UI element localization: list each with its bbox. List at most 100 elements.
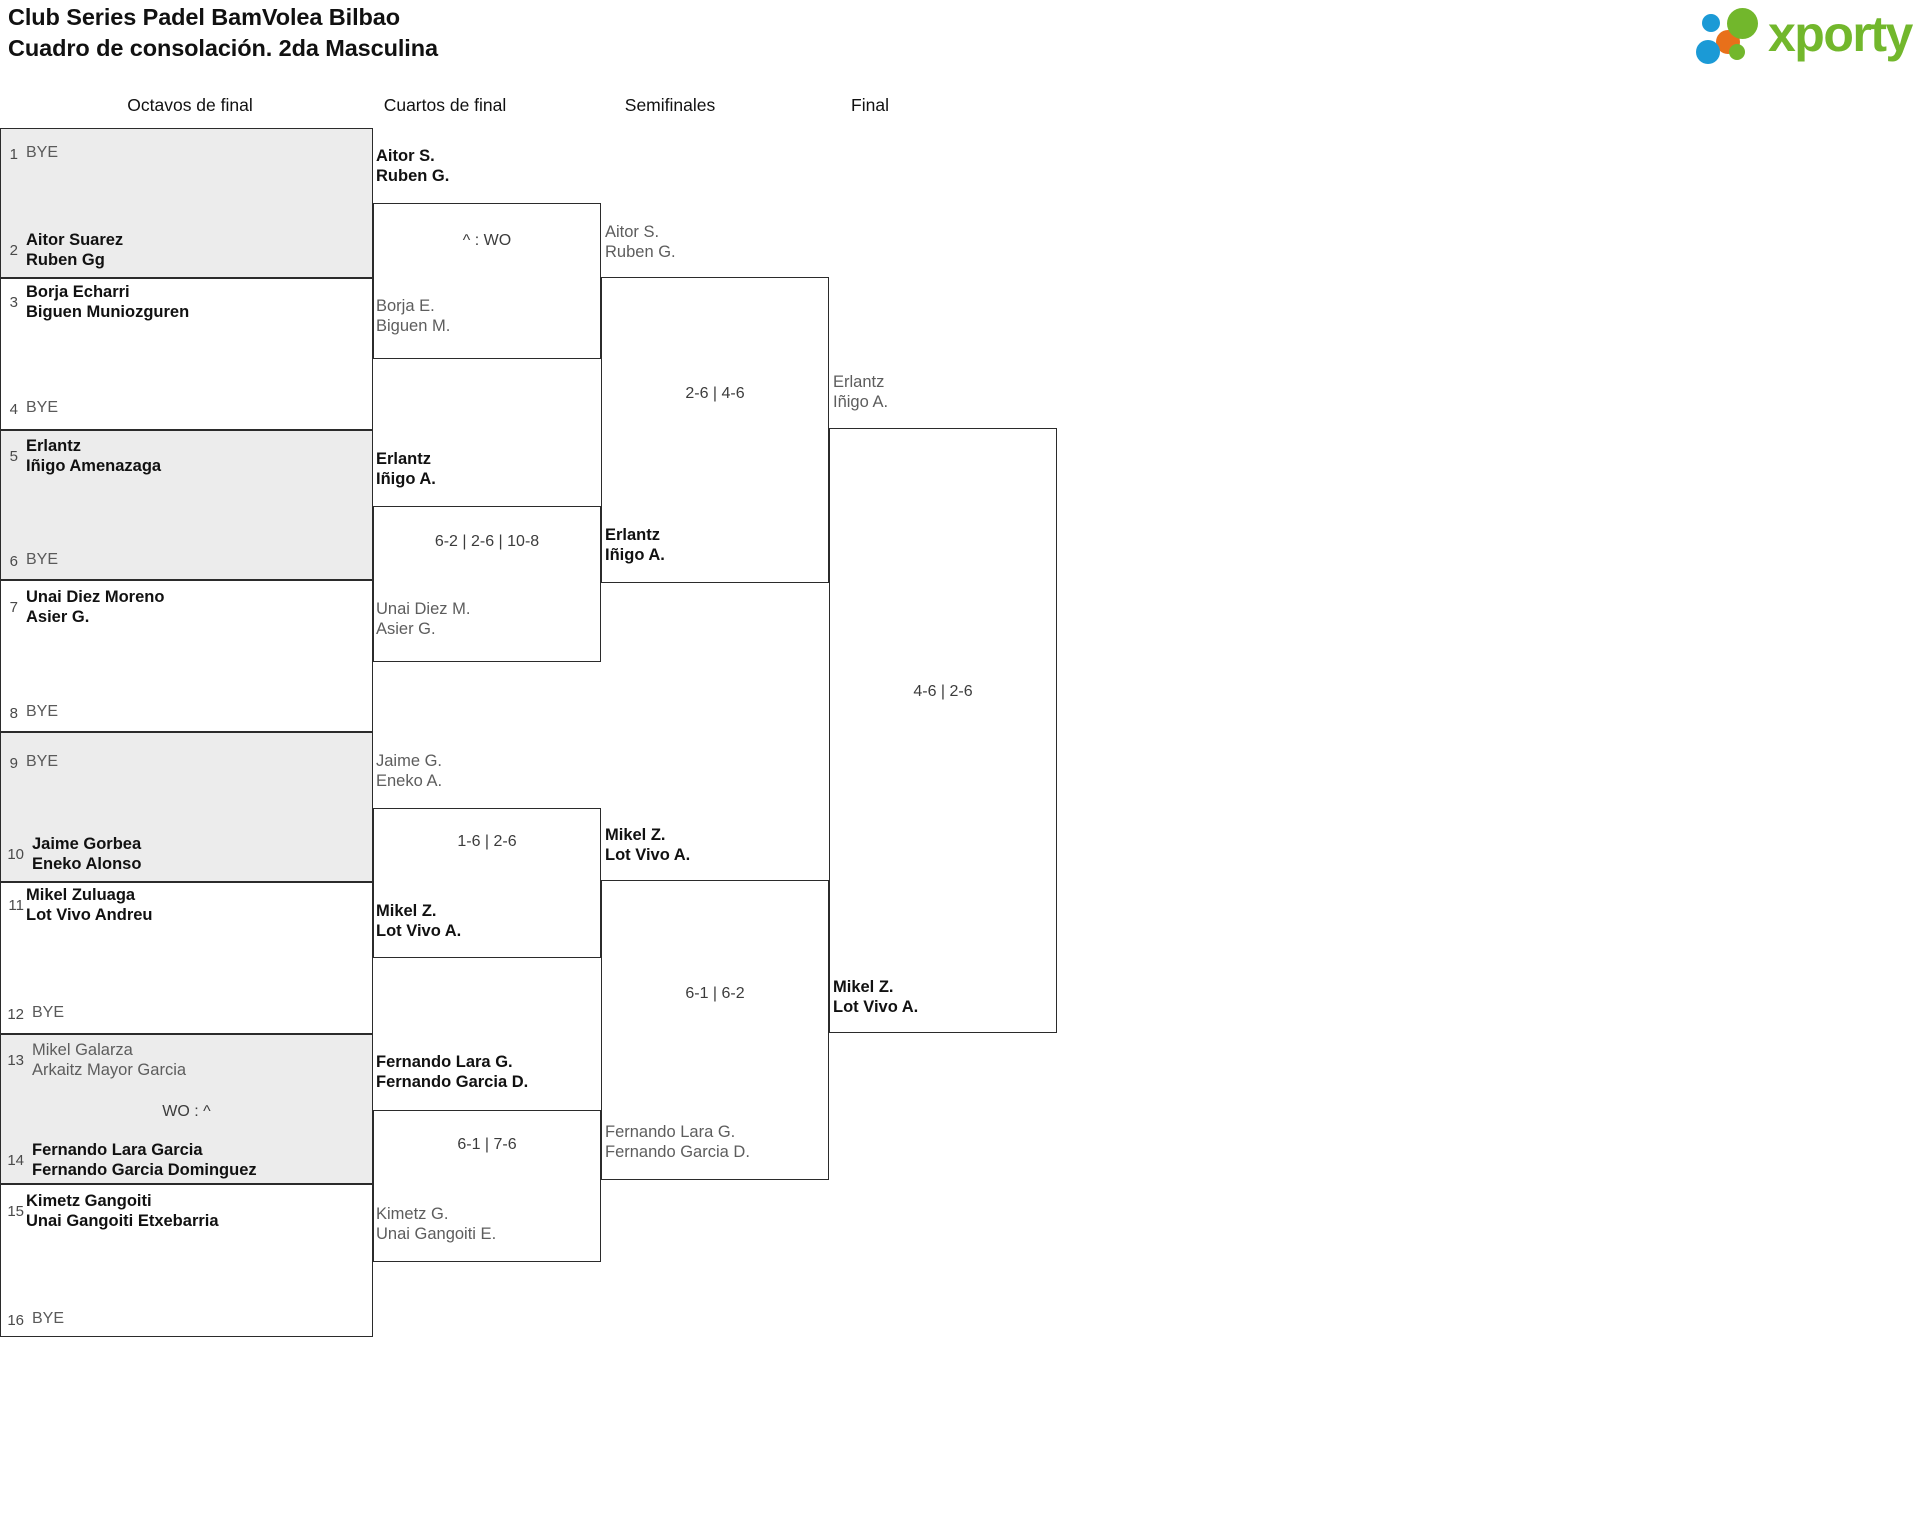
qf-4-score: 6-1 | 7-6 — [457, 1136, 517, 1153]
r16-seed-8: 8 — [9, 705, 18, 722]
tournament-title: Club Series Padel BamVolea Bilbao — [8, 4, 400, 30]
sf-1-top-entry: Aitor S. Ruben G. — [605, 223, 676, 262]
r16-entry-2-p2: Ruben Gg — [26, 250, 105, 269]
sf-1-top-p1: Aitor S. — [605, 223, 660, 241]
r16-entry-8-label: BYE — [26, 703, 59, 720]
qf-3-bottom-entry: Mikel Z. Lot Vivo A. — [376, 902, 461, 941]
r16-entry-4: BYE — [26, 398, 58, 418]
qf-2-score-box[interactable] — [373, 506, 601, 662]
qf-4-bottom-p1: Kimetz G. — [376, 1205, 449, 1223]
r16-match-6-box[interactable] — [0, 882, 373, 1034]
r16-entry-6-label: BYE — [26, 551, 59, 568]
r16-seed-11: 11 — [8, 897, 24, 914]
qf-3-top-entry: Jaime G. Eneko A. — [376, 752, 442, 791]
logo-dot-green-large-icon — [1727, 8, 1758, 39]
r16-seed-3: 3 — [9, 294, 18, 311]
r16-entry-8: BYE — [26, 702, 58, 722]
r16-entry-5: Erlantz Iñigo Amenazaga — [26, 437, 161, 476]
qf-2-top-p1: Erlantz — [376, 450, 432, 468]
r16-match-5-box[interactable] — [0, 732, 373, 882]
qf-3-top-p2: Eneko A. — [376, 771, 443, 790]
qf-3-score: 1-6 | 2-6 — [457, 833, 517, 850]
r16-match-7-box[interactable] — [0, 1034, 373, 1184]
qf-4-bottom-p2: Unai Gangoiti E. — [376, 1224, 497, 1243]
r16-entry-1-label: BYE — [26, 144, 59, 161]
r16-entry-5-p1: Erlantz — [26, 437, 82, 455]
qf-4-top-entry: Fernando Lara G. Fernando Garcia D. — [376, 1053, 528, 1092]
r16-match-8-box[interactable] — [0, 1184, 373, 1337]
r16-entry-14: Fernando Lara Garcia Fernando Garcia Dom… — [32, 1141, 257, 1180]
r16-match-4-box[interactable] — [0, 580, 373, 732]
qf-4-bottom-entry: Kimetz G. Unai Gangoiti E. — [376, 1205, 496, 1244]
final-bottom-entry: Mikel Z. Lot Vivo A. — [833, 978, 918, 1017]
qf-4-score-box[interactable] — [373, 1110, 601, 1262]
r16-entry-14-p2: Fernando Garcia Dominguez — [32, 1160, 257, 1179]
r16-seed-9: 9 — [9, 755, 18, 772]
sf-2-top-p1: Mikel Z. — [605, 826, 666, 844]
r16-seed-15: 15 — [7, 1203, 24, 1220]
qf-1-bottom-p1: Borja E. — [376, 297, 435, 315]
r16-seed-6: 6 — [9, 553, 18, 570]
r16-entry-14-p1: Fernando Lara Garcia — [32, 1141, 203, 1159]
qf-3-score-box[interactable] — [373, 808, 601, 958]
xporty-logo: xporty — [1696, 6, 1913, 64]
qf-2-bottom-p1: Unai Diez M. — [376, 600, 471, 618]
r16-entry-2-p1: Aitor Suarez — [26, 231, 124, 249]
qf-3-bottom-p1: Mikel Z. — [376, 902, 437, 920]
logo-dot-blue-large-icon — [1696, 40, 1720, 64]
r16-entry-3: Borja Echarri Biguen Muniozguren — [26, 283, 189, 322]
r16-entry-16: BYE — [32, 1309, 64, 1329]
r16-seed-16: 16 — [7, 1312, 24, 1329]
qf-1-score-box[interactable] — [373, 203, 601, 359]
qf-2-bottom-entry: Unai Diez M. Asier G. — [376, 600, 470, 639]
sf-1-score-box[interactable] — [601, 277, 829, 583]
r16-match-7-score: WO : ^ — [162, 1103, 211, 1120]
sf-2-bottom-entry: Fernando Lara G. Fernando Garcia D. — [605, 1123, 750, 1162]
qf-3-bottom-p2: Lot Vivo A. — [376, 921, 462, 940]
qf-3-top-p1: Jaime G. — [376, 752, 443, 770]
r16-match-2-box[interactable] — [0, 278, 373, 430]
round-header-cuartos: Cuartos de final — [383, 95, 507, 115]
r16-entry-1: BYE — [26, 143, 58, 163]
sf-2-score-box[interactable] — [601, 880, 829, 1180]
sf-1-top-p2: Ruben G. — [605, 242, 676, 261]
r16-entry-15-p1: Kimetz Gangoiti — [26, 1192, 152, 1210]
qf-1-score: ^ : WO — [462, 232, 512, 249]
logo-dots-icon — [1696, 6, 1774, 64]
r16-seed-7: 7 — [9, 599, 18, 616]
r16-entry-12: BYE — [32, 1003, 64, 1023]
r16-entry-6: BYE — [26, 550, 58, 570]
r16-entry-7-p2: Asier G. — [26, 607, 90, 626]
r16-entry-11: Mikel Zuluaga Lot Vivo Andreu — [26, 886, 153, 925]
logo-dot-green-small-icon — [1729, 44, 1745, 60]
r16-entry-10-p2: Eneko Alonso — [32, 854, 142, 873]
qf-2-top-entry: Erlantz Iñigo A. — [376, 450, 436, 489]
r16-seed-2: 2 — [9, 242, 18, 259]
qf-1-bottom-p2: Biguen M. — [376, 316, 451, 335]
final-score-box[interactable] — [829, 428, 1057, 1033]
final-top-entry: Erlantz Iñigo A. — [833, 373, 888, 412]
r16-match-1-box[interactable] — [0, 128, 373, 278]
r16-entry-10: Jaime Gorbea Eneko Alonso — [32, 835, 141, 874]
r16-entry-7: Unai Diez Moreno Asier G. — [26, 588, 164, 627]
qf-1-top-entry: Aitor S. Ruben G. — [376, 147, 449, 186]
r16-seed-4: 4 — [9, 401, 18, 418]
r16-entry-9: BYE — [26, 752, 58, 772]
r16-entry-5-p2: Iñigo Amenazaga — [26, 456, 162, 475]
final-top-p1: Erlantz — [833, 373, 885, 391]
r16-entry-11-p1: Mikel Zuluaga — [26, 886, 136, 904]
sf-2-top-entry: Mikel Z. Lot Vivo A. — [605, 826, 690, 865]
r16-match-3-box[interactable] — [0, 430, 373, 580]
r16-entry-13-p2: Arkaitz Mayor Garcia — [32, 1060, 187, 1079]
r16-entry-13: Mikel Galarza Arkaitz Mayor Garcia — [32, 1041, 186, 1080]
final-top-p2: Iñigo A. — [833, 392, 889, 411]
final-bottom-p1: Mikel Z. — [833, 978, 894, 996]
r16-seed-13: 13 — [7, 1052, 24, 1069]
round-header-octavos: Octavos de final — [127, 95, 253, 115]
r16-entry-7-p1: Unai Diez Moreno — [26, 588, 165, 606]
round-header-semifinales: Semifinales — [624, 95, 716, 115]
r16-entry-15: Kimetz Gangoiti Unai Gangoiti Etxebarria — [26, 1192, 219, 1231]
qf-2-bottom-p2: Asier G. — [376, 619, 436, 638]
r16-entry-9-label: BYE — [26, 753, 59, 770]
sf-2-bottom-p1: Fernando Lara G. — [605, 1123, 736, 1141]
